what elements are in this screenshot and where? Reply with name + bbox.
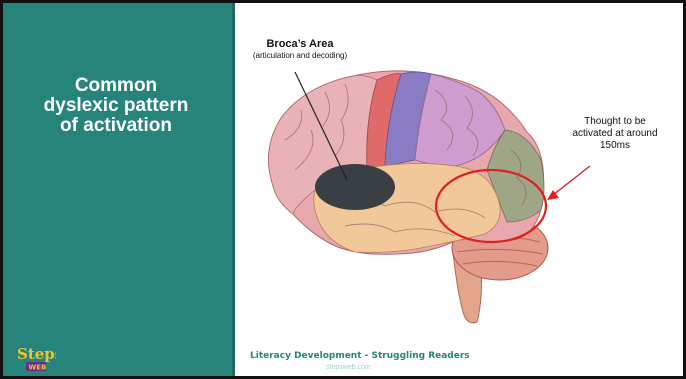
broca-pointer-line bbox=[294, 71, 348, 181]
slide-footer: Literacy Development - Struggling Reader… bbox=[250, 351, 470, 361]
title-panel bbox=[3, 3, 232, 376]
note-line-3: 150ms bbox=[599, 140, 630, 151]
broca-title: Broca’s Area bbox=[266, 38, 334, 50]
occipital-lobe bbox=[486, 129, 545, 223]
activation-arrow bbox=[552, 165, 591, 196]
broca-subtitle: (articulation and decoding) bbox=[252, 51, 348, 60]
panel-divider bbox=[232, 3, 235, 376]
title-line-1: Common bbox=[74, 75, 158, 96]
note-line-2: activated at around bbox=[572, 128, 658, 139]
broca-area-marker bbox=[315, 164, 395, 210]
broca-label: Broca’s Area (articulation and decoding) bbox=[240, 38, 360, 60]
svg-text:WEB: WEB bbox=[29, 364, 47, 372]
svg-text:Steps: Steps bbox=[17, 345, 56, 363]
steps-web-logo: Steps WEB bbox=[17, 345, 56, 372]
brain-illustration bbox=[268, 70, 591, 324]
title-line-2: dyslexic pattern bbox=[43, 95, 189, 116]
footer-url: stepsweb.com bbox=[326, 364, 371, 371]
activation-note: Thought to be activated at around 150ms bbox=[555, 116, 675, 152]
parietal-lobe bbox=[414, 73, 506, 167]
slide-title: Common dyslexic pattern of activation bbox=[10, 76, 222, 136]
title-line-3: of activation bbox=[60, 115, 172, 136]
note-line-1: Thought to be bbox=[584, 116, 646, 127]
activation-highlight bbox=[434, 168, 548, 244]
